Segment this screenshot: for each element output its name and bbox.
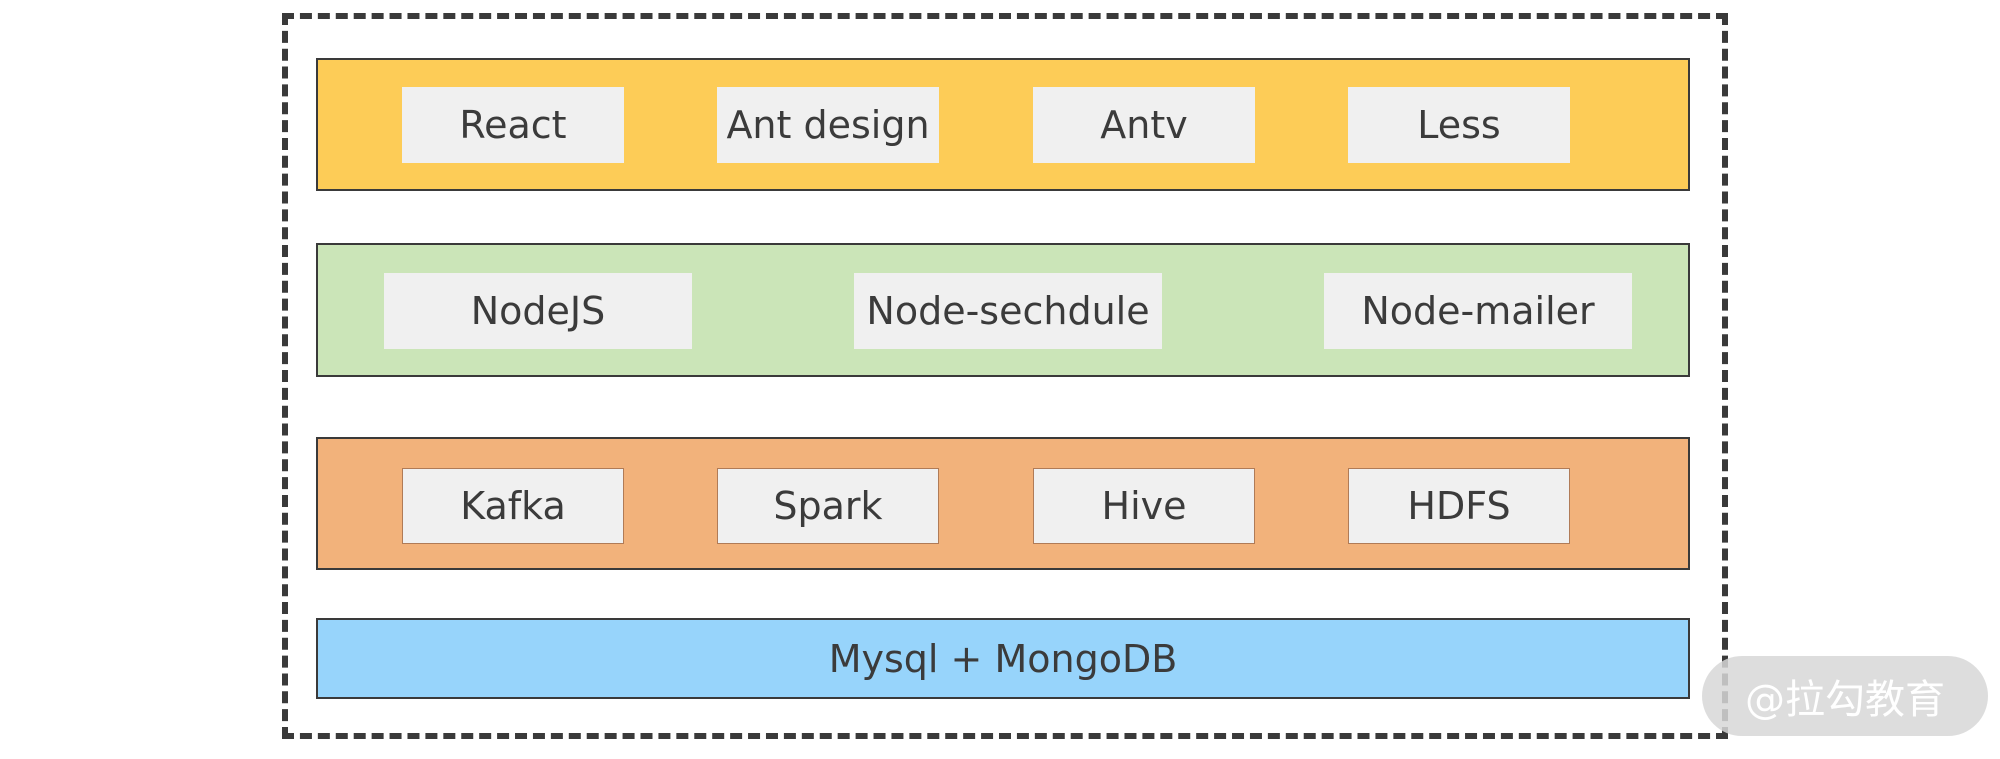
less-box: Less — [1348, 87, 1570, 163]
hdfs-label: HDFS — [1407, 484, 1511, 528]
antv-box: Antv — [1033, 87, 1255, 163]
node-mailer-box: Node-mailer — [1324, 273, 1632, 349]
ant-design-box: Ant design — [717, 87, 939, 163]
watermark-text: @拉勾教育 — [1745, 677, 1945, 723]
server-layer: NodeJS Node-sechdule Node-mailer — [316, 243, 1690, 377]
hive-box: Hive — [1033, 468, 1255, 544]
watermark: @拉勾教育 — [1702, 656, 1988, 736]
node-schedule-label: Node-sechdule — [866, 289, 1150, 333]
hdfs-box: HDFS — [1348, 468, 1570, 544]
nodejs-box: NodeJS — [384, 273, 692, 349]
nodejs-label: NodeJS — [470, 289, 606, 333]
frontend-layer: React Ant design Antv Less — [316, 58, 1690, 191]
react-box: React — [402, 87, 624, 163]
spark-box: Spark — [717, 468, 939, 544]
kafka-box: Kafka — [402, 468, 624, 544]
storage-label: Mysql + MongoDB — [828, 636, 1178, 681]
bigdata-layer: Kafka Spark Hive HDFS — [316, 437, 1690, 570]
less-label: Less — [1417, 103, 1501, 147]
ant-design-label: Ant design — [726, 103, 930, 147]
kafka-label: Kafka — [460, 484, 566, 528]
react-label: React — [459, 103, 567, 147]
hive-label: Hive — [1101, 484, 1187, 528]
storage-layer: Mysql + MongoDB — [316, 618, 1690, 699]
antv-label: Antv — [1100, 103, 1188, 147]
spark-label: Spark — [773, 484, 883, 528]
architecture-frame — [282, 13, 1728, 739]
node-mailer-label: Node-mailer — [1361, 289, 1595, 333]
node-schedule-box: Node-sechdule — [854, 273, 1162, 349]
